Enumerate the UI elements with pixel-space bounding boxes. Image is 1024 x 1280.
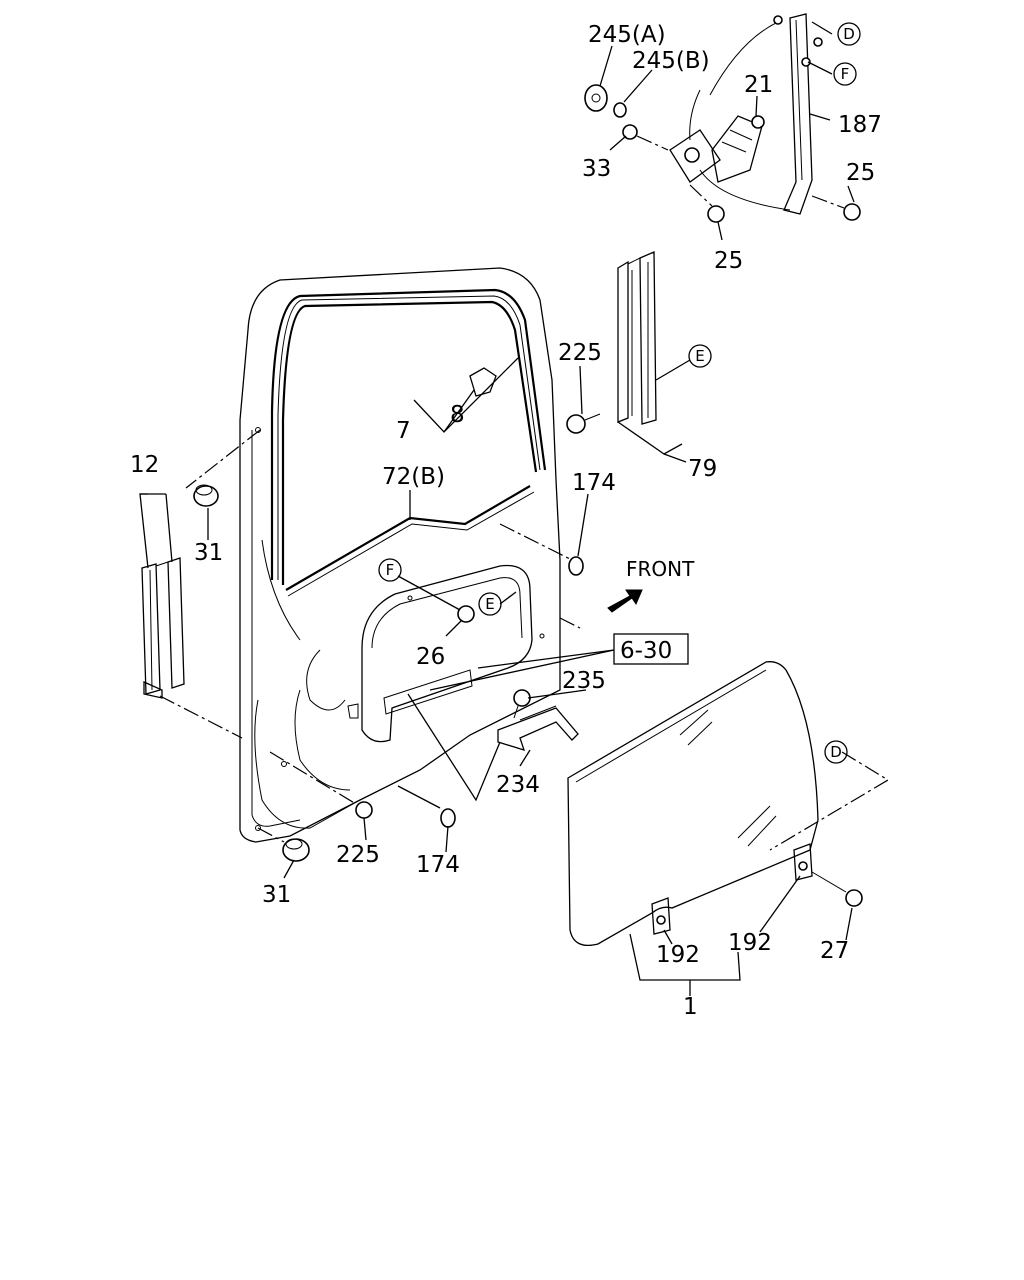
callout-7: 7 bbox=[396, 418, 411, 444]
callout-187: 187 bbox=[838, 112, 882, 138]
callout-25-lower: 25 bbox=[714, 248, 743, 274]
run-channel-79 bbox=[617, 251, 657, 425]
bolt-25-upper bbox=[811, 195, 861, 221]
callout-225-upper: 225 bbox=[558, 340, 602, 366]
bolt-225-upper bbox=[566, 413, 601, 434]
bolt-33 bbox=[622, 124, 669, 151]
callout-192-front: 192 bbox=[728, 930, 772, 956]
callout-31-lower: 31 bbox=[262, 882, 291, 908]
callout-12: 12 bbox=[130, 452, 159, 478]
weatherstrip-72b bbox=[285, 485, 535, 597]
svg-text:D: D bbox=[830, 743, 842, 761]
svg-text:D: D bbox=[843, 25, 855, 43]
callout-174-upper: 174 bbox=[572, 470, 616, 496]
svg-text:E: E bbox=[695, 347, 704, 365]
callout-79: 79 bbox=[688, 456, 717, 482]
clip-245b bbox=[613, 102, 627, 118]
stopper-31-upper bbox=[193, 484, 219, 507]
callout-245b: 245(B) bbox=[632, 48, 710, 74]
marker-d-glass: D bbox=[824, 740, 848, 764]
marker-f-top: F bbox=[833, 62, 857, 86]
callout-31-upper: 31 bbox=[194, 540, 223, 566]
callout-234: 234 bbox=[496, 772, 540, 798]
callout-225-lower: 225 bbox=[336, 842, 380, 868]
callout-6-30-box bbox=[613, 633, 689, 665]
stopper-31-lower bbox=[282, 838, 310, 862]
plug-174-lower bbox=[440, 808, 456, 828]
svg-text:F: F bbox=[386, 561, 395, 579]
door-glass-1 bbox=[567, 661, 819, 947]
bolt-27 bbox=[811, 871, 863, 907]
dash-lines bbox=[159, 429, 890, 851]
callout-235: 235 bbox=[562, 668, 606, 694]
callout-1: 1 bbox=[683, 994, 698, 1020]
marker-e-channel: E bbox=[688, 344, 712, 368]
callout-25-upper: 25 bbox=[846, 160, 875, 186]
bolt-235 bbox=[513, 689, 531, 719]
reference-markers: D F E F E D bbox=[378, 22, 861, 764]
leader-lines bbox=[139, 21, 855, 996]
guide-8 bbox=[469, 367, 497, 397]
callout-245a: 245(A) bbox=[588, 22, 666, 48]
marker-d-top: D bbox=[837, 22, 861, 46]
svg-text:F: F bbox=[841, 65, 850, 83]
door-inner-opening bbox=[347, 564, 533, 743]
callout-26: 26 bbox=[416, 644, 445, 670]
callout-33: 33 bbox=[582, 156, 611, 182]
callout-72b: 72(B) bbox=[382, 464, 445, 490]
window-regulator-187 bbox=[669, 13, 813, 215]
callout-6-30: 6-30 bbox=[620, 638, 672, 664]
front-arrow bbox=[607, 589, 643, 613]
plug-174-upper bbox=[568, 556, 584, 576]
bolt-25-lower bbox=[689, 184, 725, 223]
svg-text:E: E bbox=[485, 595, 494, 613]
front-label: FRONT bbox=[626, 557, 695, 581]
glass-holder-192-rear bbox=[651, 897, 671, 935]
callouts: 245(A) 245(B) 21 187 33 25 25 225 7 8 79… bbox=[130, 22, 882, 1020]
glass-holder-192-front bbox=[793, 843, 813, 881]
nut-26 bbox=[457, 605, 475, 623]
clip-245a bbox=[584, 84, 608, 112]
bracket-234 bbox=[497, 705, 579, 751]
callout-8: 8 bbox=[450, 402, 465, 428]
bolt-225-lower bbox=[355, 801, 373, 819]
callout-192-rear: 192 bbox=[656, 942, 700, 968]
marker-f-door: F bbox=[378, 558, 402, 582]
run-channel-12 bbox=[141, 557, 185, 699]
callout-27: 27 bbox=[820, 938, 849, 964]
bolt-regulator-top bbox=[801, 37, 823, 67]
callout-174-lower: 174 bbox=[416, 852, 460, 878]
callout-21: 21 bbox=[744, 72, 773, 98]
window-channel-7 bbox=[270, 288, 547, 585]
door-panel bbox=[239, 267, 561, 843]
marker-e-door: E bbox=[478, 592, 502, 616]
